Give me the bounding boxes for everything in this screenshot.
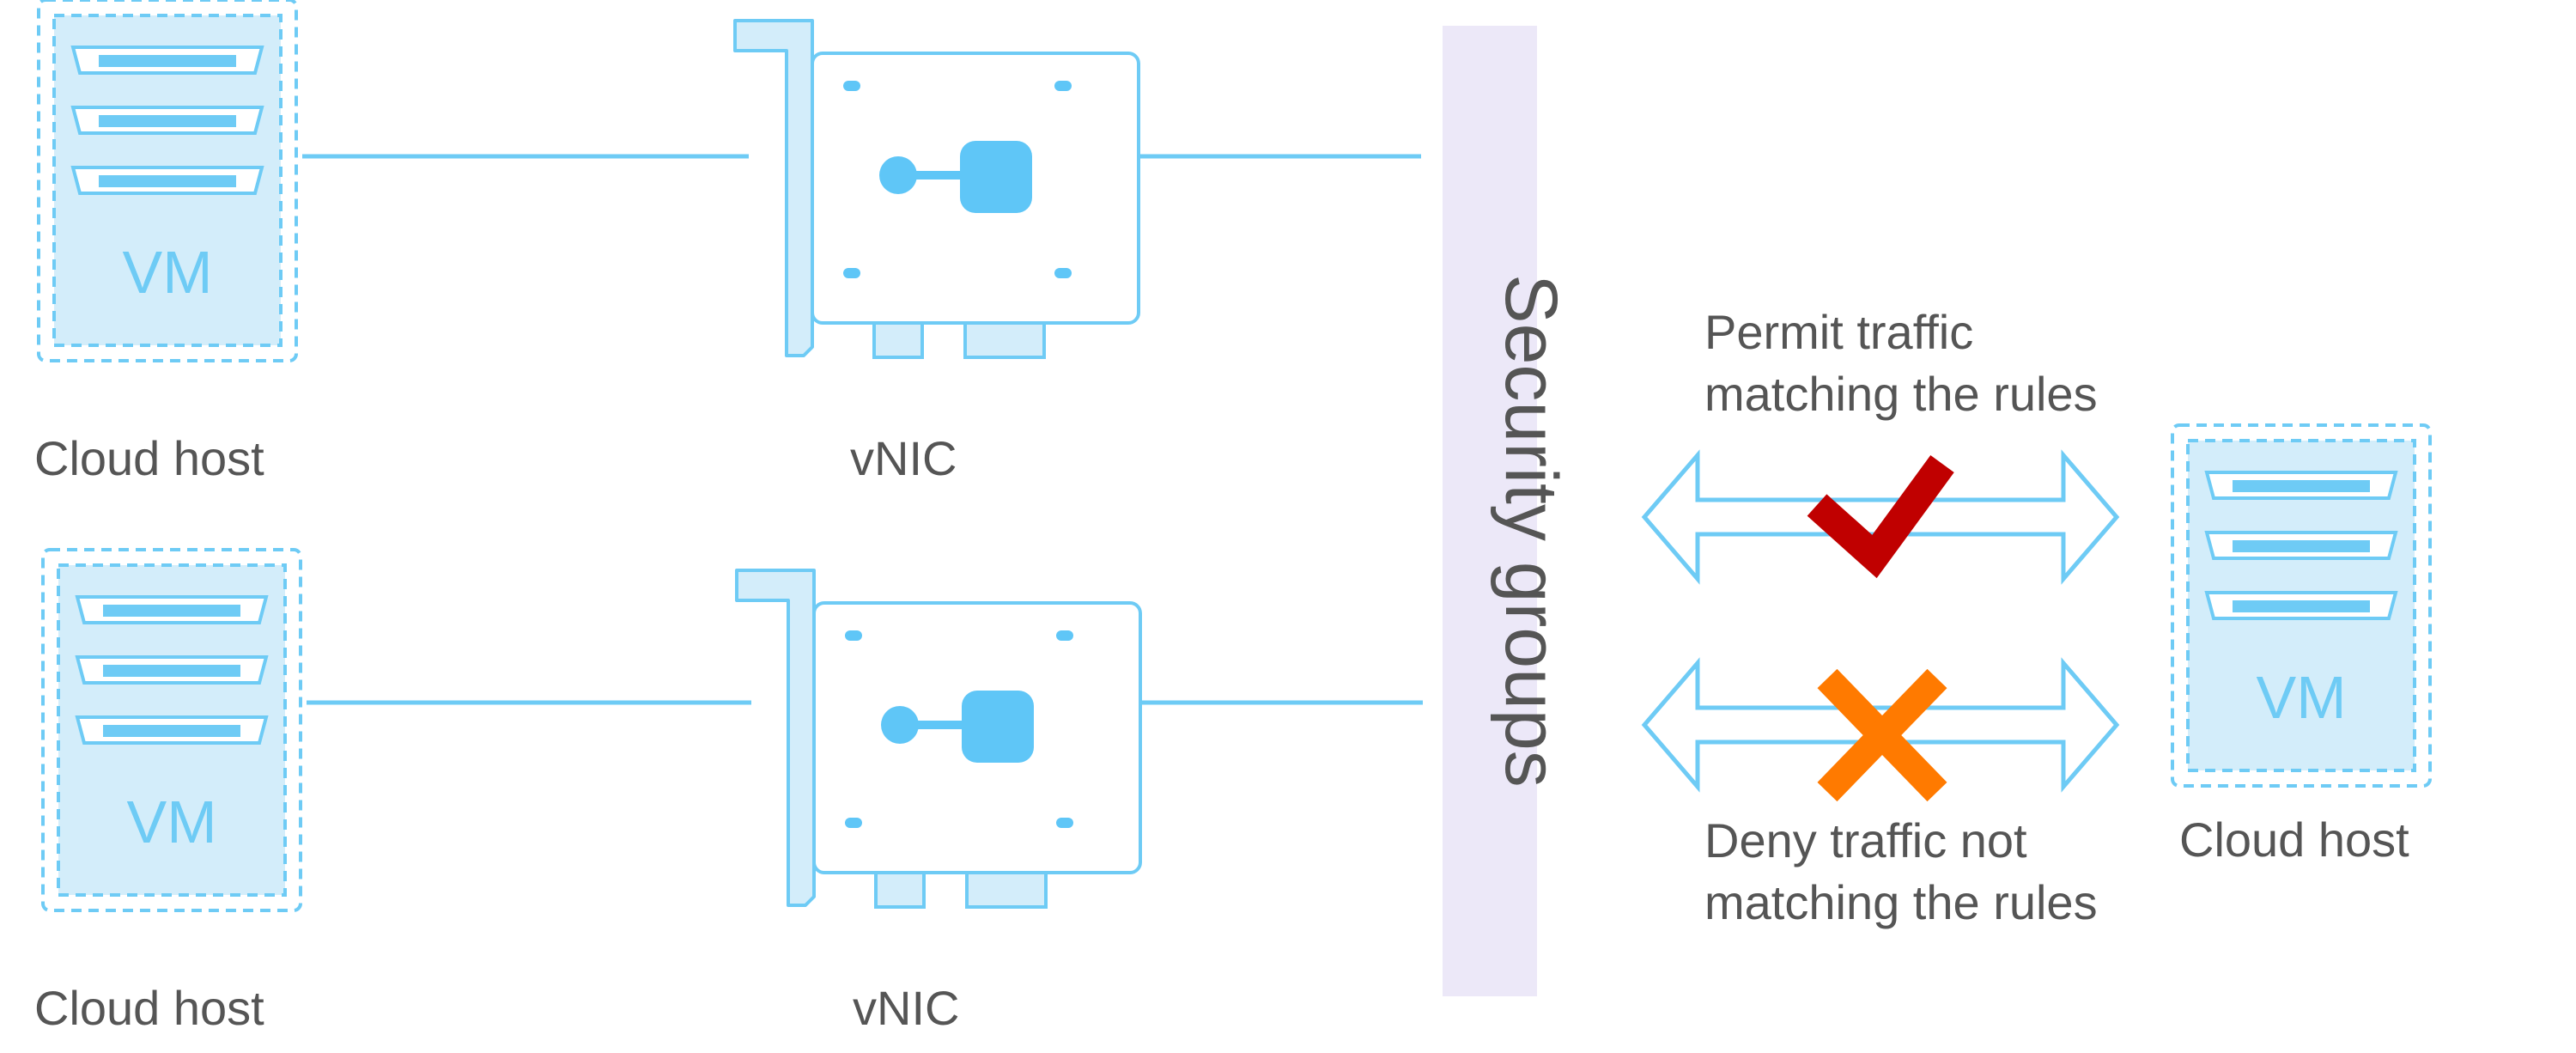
cloud-host-1-server-icon: [37, 0, 298, 362]
vnic-label: vNIC: [853, 981, 960, 1035]
connector-lines: [302, 154, 1423, 705]
deny-line-2: matching the rules: [1704, 875, 2098, 929]
permit-checkmark-icon: [1807, 454, 1954, 579]
vnic-label: vNIC: [850, 431, 957, 485]
deny-traffic-text: Deny traffic not matching the rules: [1704, 810, 2098, 934]
cloud-host-label: Cloud host: [2179, 813, 2409, 867]
security-groups-band: [1443, 26, 1537, 996]
cloud-host-label: Cloud host: [34, 431, 264, 485]
permit-line-2: matching the rules: [1704, 367, 2098, 421]
cloud-host-2-server-icon: [41, 548, 302, 912]
vnic-1-nic-card-icon: [733, 19, 1140, 359]
permit-traffic-text: Permit traffic matching the rules: [1704, 301, 2098, 425]
deny-line-1: Deny traffic not: [1704, 813, 2027, 867]
vnic-2-nic-card-icon: [735, 569, 1142, 909]
deny-cross-icon: [1817, 668, 1947, 802]
vm-label: VM: [126, 788, 217, 855]
security-groups-label: Security groups: [1490, 274, 1572, 788]
vm-label: VM: [122, 239, 213, 306]
permit-line-1: Permit traffic: [1704, 305, 1974, 359]
vm-label: VM: [2256, 664, 2347, 731]
cloud-host-label: Cloud host: [34, 981, 264, 1035]
right-cloud-host-server-icon: [2171, 423, 2432, 788]
